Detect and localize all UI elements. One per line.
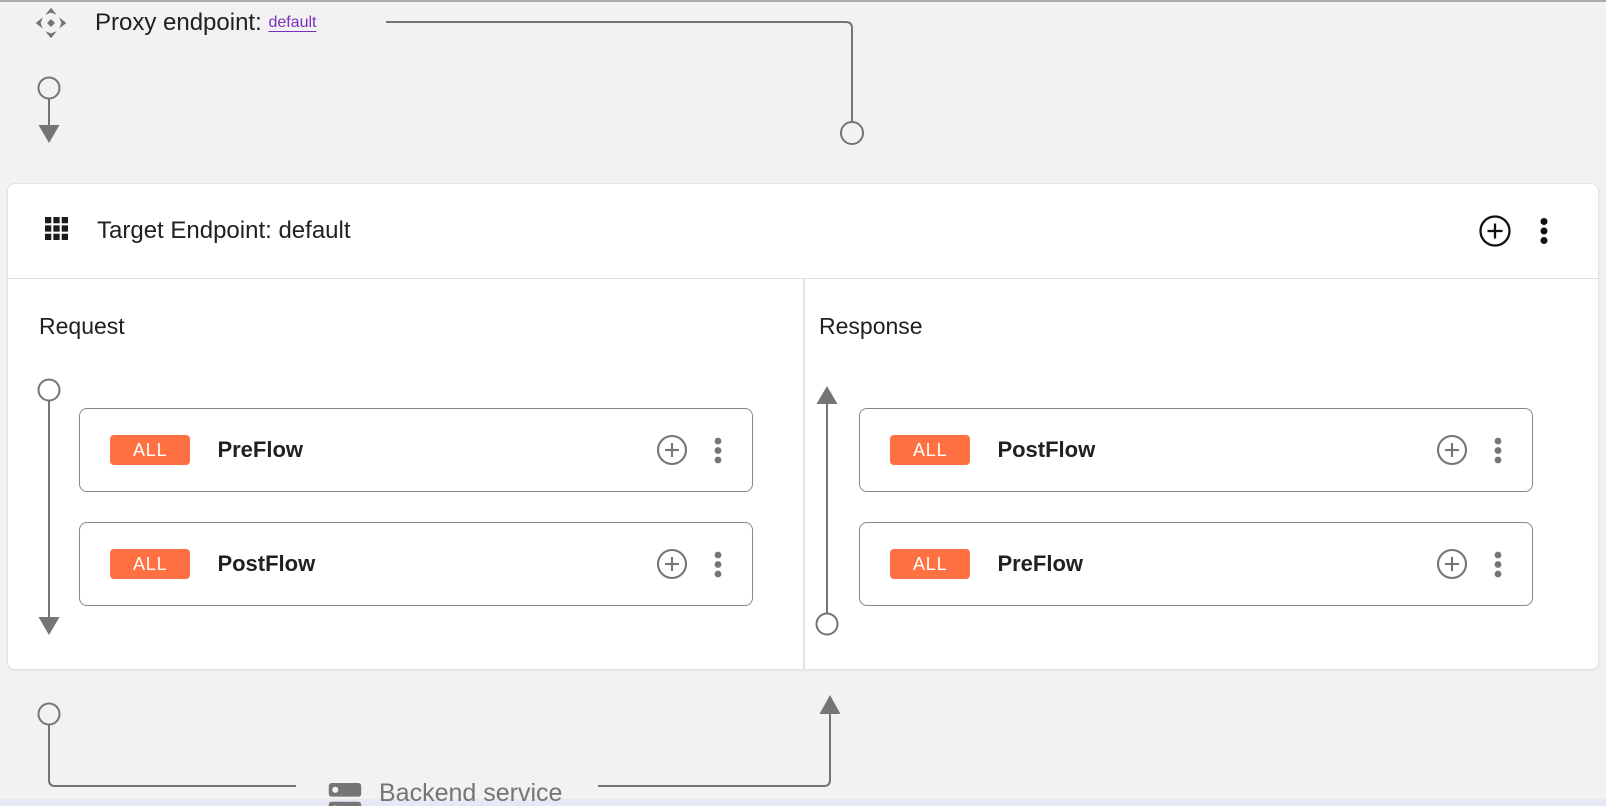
flow-name: PostFlow [217, 551, 316, 576]
flow-row-request-preflow[interactable]: ALL PreFlow [79, 408, 753, 492]
request-response-divider [803, 279, 805, 669]
target-endpoint-body: Request Response ALL PreFlow [8, 279, 1598, 669]
add-policy-icon[interactable] [656, 434, 688, 466]
flow-menu-icon[interactable] [1494, 437, 1502, 464]
target-endpoint-card: Target Endpoint: default Request Respons… [7, 183, 1599, 670]
flow-row-response-preflow[interactable]: ALL PreFlow [859, 522, 1533, 606]
grid-icon [45, 217, 68, 245]
condition-badge: ALL [110, 549, 191, 579]
flow-name: PostFlow [997, 437, 1096, 462]
flow-menu-icon[interactable] [1494, 551, 1502, 578]
request-panel-label: Request [39, 313, 125, 339]
proxy-endpoint-node: Proxy endpoint: default [34, 6, 316, 40]
add-policy-icon[interactable] [1436, 548, 1468, 580]
target-endpoint-title: Target Endpoint: default [97, 217, 351, 244]
backend-service-node: Backend service [327, 772, 562, 806]
flow-menu-icon[interactable] [714, 551, 722, 578]
add-policy-icon[interactable] [1436, 434, 1468, 466]
condition-badge: ALL [890, 435, 971, 465]
flow-name: PreFlow [217, 437, 304, 462]
target-endpoint-header: Target Endpoint: default [8, 184, 1598, 279]
condition-badge: ALL [110, 435, 191, 465]
proxy-endpoint-link[interactable]: default [268, 14, 317, 31]
backend-service-label: Backend service [379, 779, 563, 806]
flow-row-response-postflow[interactable]: ALL PostFlow [859, 408, 1533, 492]
add-policy-icon[interactable] [656, 548, 688, 580]
backend-service-icon [327, 781, 363, 806]
flow-menu-icon[interactable] [714, 437, 722, 464]
bottom-scroll-strip[interactable] [0, 799, 1606, 806]
proxy-endpoint-icon [34, 6, 68, 40]
kebab-menu-icon[interactable] [1540, 217, 1548, 245]
top-divider [0, 0, 1606, 2]
flow-row-request-postflow[interactable]: ALL PostFlow [79, 522, 753, 606]
condition-badge: ALL [890, 549, 971, 579]
flow-name: PreFlow [997, 551, 1084, 576]
add-circle-icon[interactable] [1478, 214, 1512, 248]
response-panel-label: Response [819, 313, 923, 339]
proxy-endpoint-label: Proxy endpoint: [95, 9, 269, 36]
